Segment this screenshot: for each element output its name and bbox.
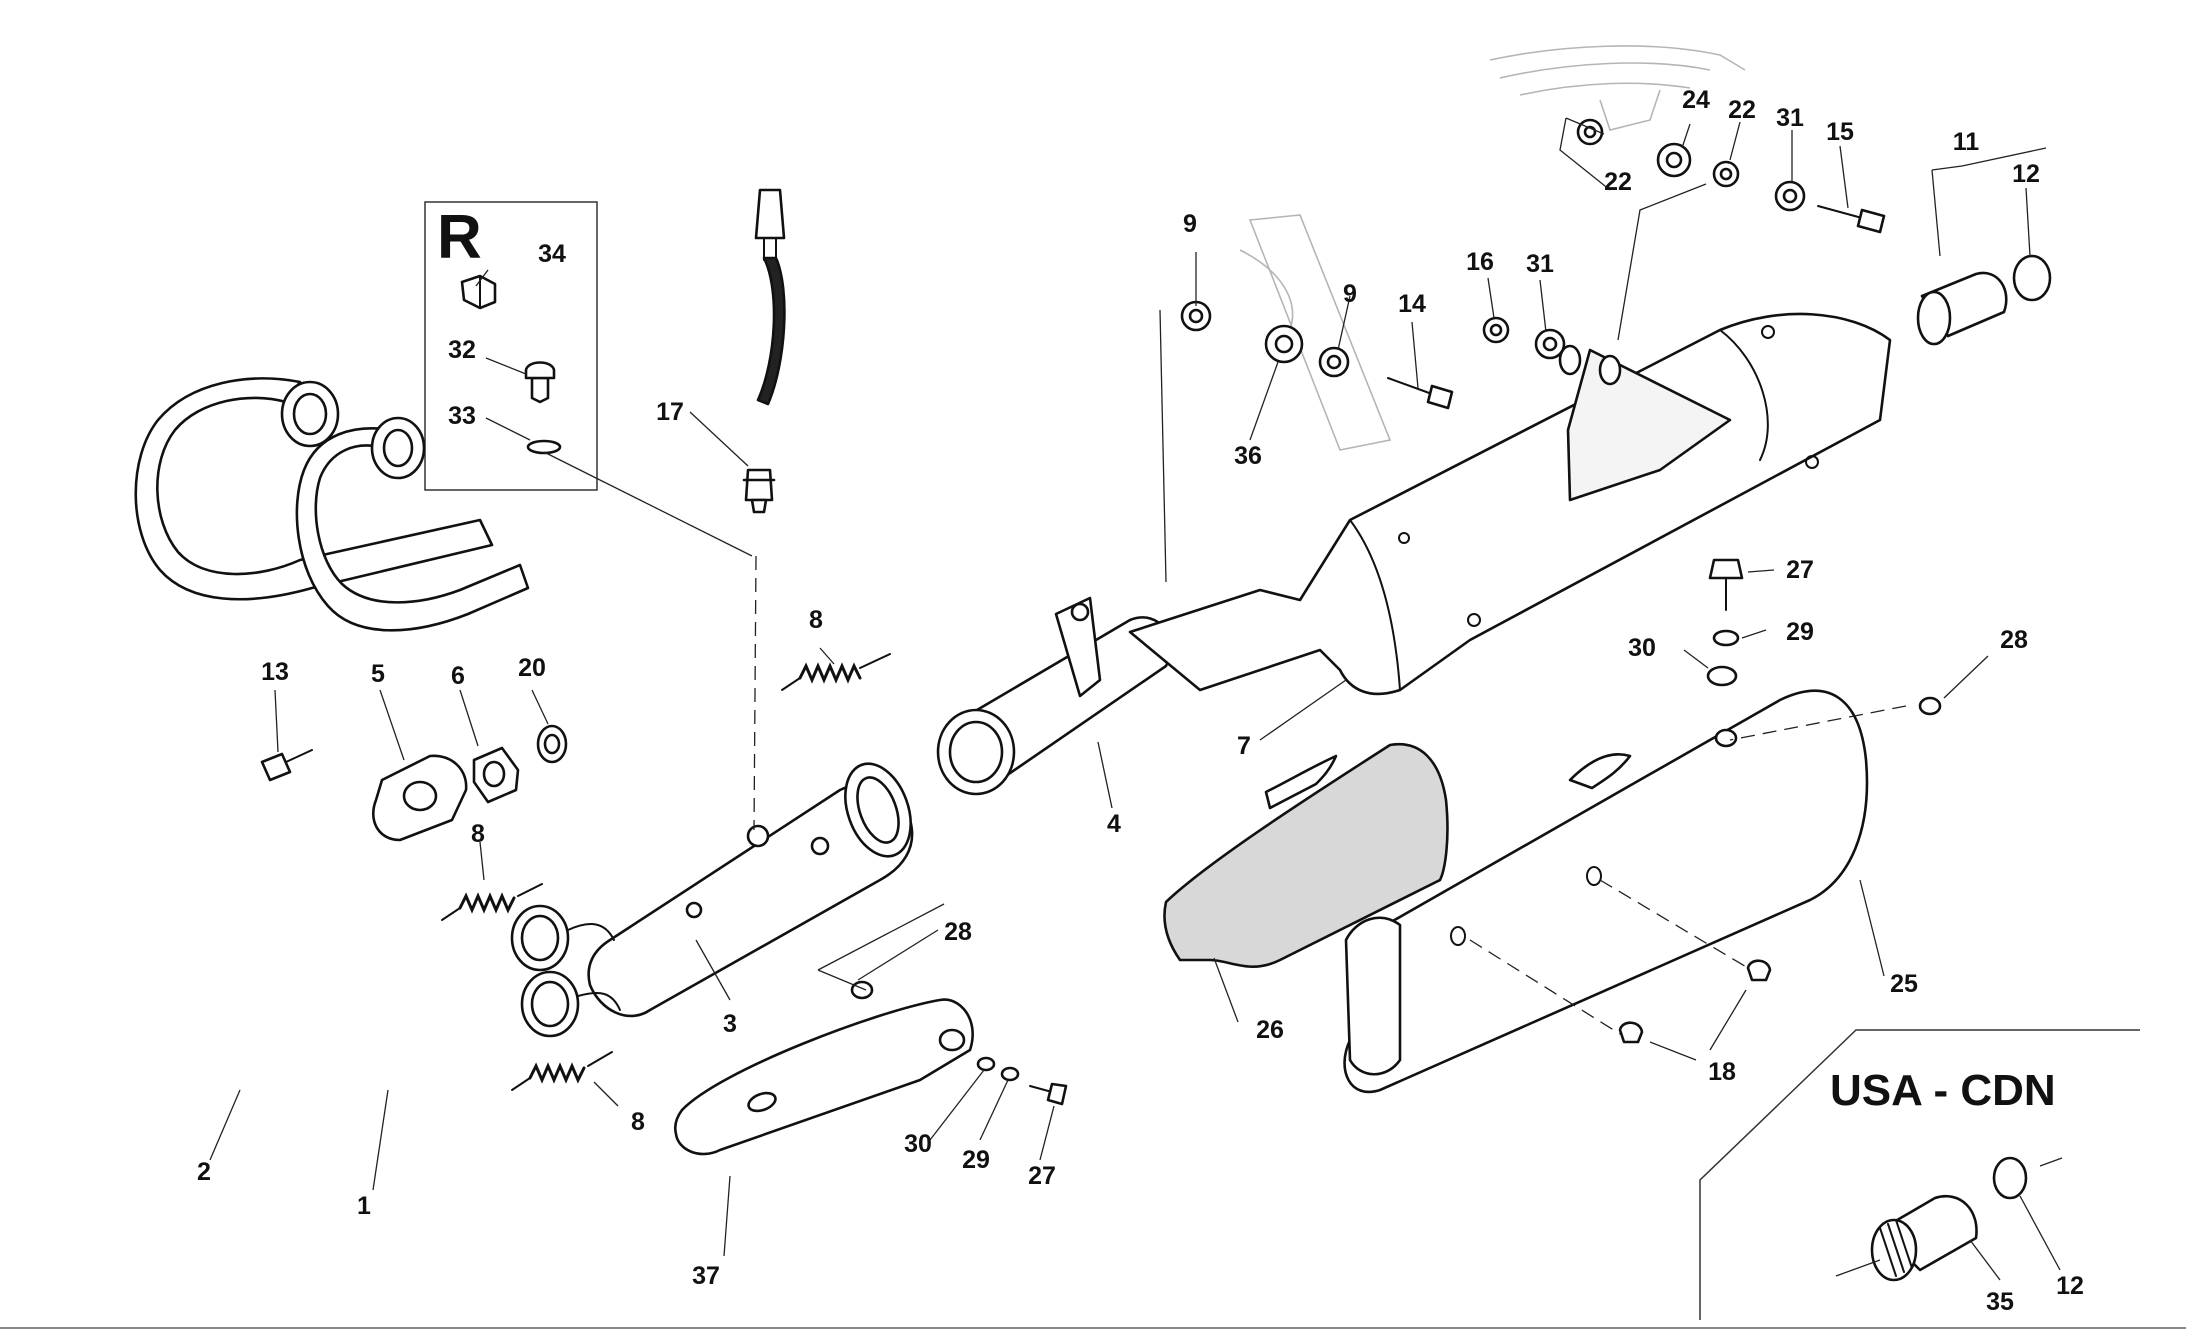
callout-27-bottom: 27 xyxy=(1028,1162,1056,1190)
part-14-bolt xyxy=(1387,377,1454,410)
callout-16: 16 xyxy=(1466,248,1494,276)
callout-1: 1 xyxy=(357,1192,371,1220)
callout-6: 6 xyxy=(451,662,465,690)
callout-30-bottom: 30 xyxy=(904,1130,932,1158)
part-27-bolt-bottom xyxy=(1029,1082,1068,1106)
inset-usa-cdn-frame xyxy=(1699,1029,2140,1320)
callout-33: 33 xyxy=(448,402,476,430)
part-8-spring-bottom xyxy=(511,1051,613,1091)
part-5-manifold-flange xyxy=(371,754,468,842)
callout-32: 32 xyxy=(448,336,476,364)
part-6-nut xyxy=(472,746,520,804)
part-35-tail-adapter xyxy=(1870,1195,1978,1282)
callout-37: 37 xyxy=(692,1262,720,1290)
callout-26: 26 xyxy=(1256,1016,1284,1044)
callout-22-left: 22 xyxy=(1604,168,1632,196)
callout-31-right: 31 xyxy=(1776,104,1804,132)
part-28-spacer-left xyxy=(850,980,874,1000)
callout-28-right: 28 xyxy=(2000,626,2028,654)
callout-14: 14 xyxy=(1398,290,1426,318)
part-8-spring-top xyxy=(781,653,891,691)
part-34-plug xyxy=(460,274,497,310)
part-18-screw-lower xyxy=(1618,1021,1644,1044)
part-9-rubber-right xyxy=(1318,346,1350,378)
callout-8-bottom: 8 xyxy=(631,1108,645,1136)
part-13-bolt xyxy=(260,749,313,782)
part-33-o-ring xyxy=(526,439,562,455)
part-1-header-pipe-inner xyxy=(295,416,530,632)
part-36-bushing xyxy=(1264,324,1304,364)
callout-30-top: 30 xyxy=(1628,634,1656,662)
callout-35: 35 xyxy=(1986,1288,2014,1316)
part-18-screw-upper xyxy=(1746,959,1772,982)
part-29-washer-bottom xyxy=(1000,1066,1020,1082)
part-3-collector-pipe xyxy=(510,762,914,1038)
callout-4: 4 xyxy=(1107,810,1121,838)
part-25-heat-shield-rear xyxy=(1343,689,1869,1094)
part-2-header-pipe-outer xyxy=(134,377,494,601)
callout-2: 2 xyxy=(197,1158,211,1186)
part-20-washer xyxy=(536,724,568,764)
callout-34: 34 xyxy=(538,240,566,268)
callout-17: 17 xyxy=(656,398,684,426)
part-24-rubber xyxy=(1656,142,1692,178)
part-31-washer-left xyxy=(1534,328,1566,360)
part-37-heat-shield-lower xyxy=(673,998,974,1156)
part-4-link-pipe xyxy=(936,596,1172,796)
part-11-tail-cap xyxy=(1916,271,2008,346)
callout-8-middle: 8 xyxy=(471,820,485,848)
callout-12-top: 12 xyxy=(2012,160,2040,188)
callout-8-top: 8 xyxy=(809,606,823,634)
callout-29-bottom: 29 xyxy=(962,1146,990,1174)
leader-lines xyxy=(209,117,2063,1281)
part-28-spacer-right xyxy=(1918,696,1942,716)
callout-12-usa: 12 xyxy=(2056,1272,2084,1300)
part-22-grommet-right xyxy=(1712,160,1740,188)
callout-9-left: 9 xyxy=(1183,210,1197,238)
frame-outline-ghost xyxy=(1239,45,1746,451)
part-30-washer-top xyxy=(1706,665,1738,687)
part-16-nut xyxy=(1482,316,1510,344)
callout-labels: 34 32 33 17 8 13 5 6 20 8 8 3 28 2 1 30 … xyxy=(197,86,2084,1316)
callout-5: 5 xyxy=(371,660,385,688)
part-30-washer-bottom xyxy=(976,1056,996,1072)
callout-7: 7 xyxy=(1237,732,1251,760)
inset-r-letter: R xyxy=(437,203,482,272)
callout-36: 36 xyxy=(1234,442,1262,470)
inset-r: R xyxy=(424,201,598,491)
part-12-circlip-top xyxy=(2012,254,2052,302)
callout-25: 25 xyxy=(1890,970,1918,998)
callout-31-left: 31 xyxy=(1526,250,1554,278)
callout-3: 3 xyxy=(723,1010,737,1038)
part-27-bolt-top xyxy=(1708,558,1744,611)
part-32-screw xyxy=(524,361,556,404)
inset-r-frame xyxy=(424,201,598,491)
part-15-bolt xyxy=(1817,205,1886,234)
part-17-lambda-sensor xyxy=(742,188,786,514)
part-26-heat-shield-front xyxy=(1163,742,1449,968)
part-7-silencer xyxy=(1128,312,1892,696)
part-8-spring-middle xyxy=(441,883,543,921)
callout-15: 15 xyxy=(1826,118,1854,146)
callout-29-top: 29 xyxy=(1786,618,1814,646)
callout-13: 13 xyxy=(261,658,289,686)
callout-20: 20 xyxy=(518,654,546,682)
callout-11: 11 xyxy=(1953,128,1980,156)
callout-22-right: 22 xyxy=(1728,96,1756,124)
part-9-rubber-left xyxy=(1180,300,1212,332)
callout-28-left: 28 xyxy=(944,918,972,946)
callout-24: 24 xyxy=(1682,86,1710,114)
inset-usa-cdn-title: USA - CDN xyxy=(1830,1066,2056,1115)
part-29-washer-top xyxy=(1712,629,1740,647)
callout-27-top: 27 xyxy=(1786,556,1814,584)
callout-9-right: 9 xyxy=(1343,280,1357,308)
part-12-circlip-usa xyxy=(1992,1156,2028,1200)
inset-usa-cdn: USA - CDN xyxy=(1699,1029,2140,1320)
part-31-washer-right xyxy=(1774,180,1806,212)
callout-18: 18 xyxy=(1708,1058,1736,1086)
